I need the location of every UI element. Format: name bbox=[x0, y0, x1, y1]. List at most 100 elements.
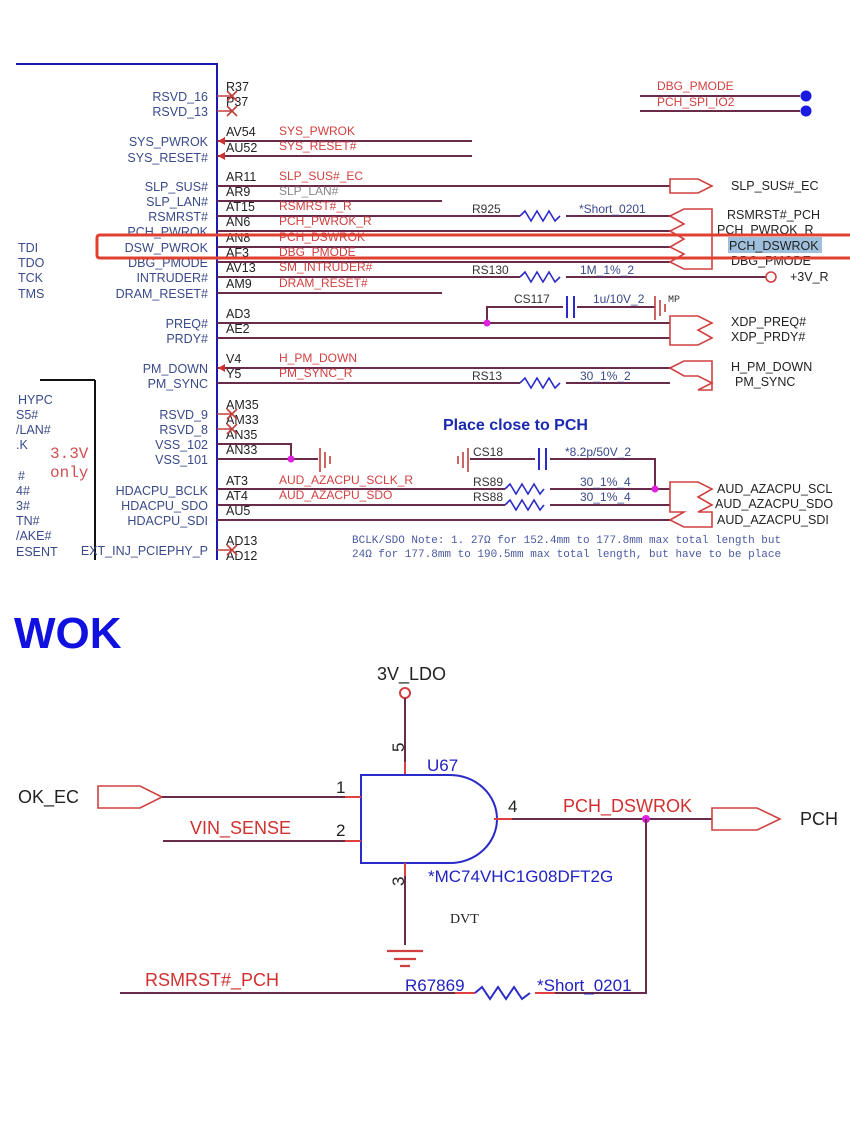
wire-top-right bbox=[640, 95, 800, 112]
pin-numbers: R37 P37 AV54 AU52 AR11 AR9 AT15 AN6 AN8 … bbox=[226, 80, 259, 563]
net-label: PCH_DSWROK bbox=[279, 230, 365, 244]
pin-number: AN33 bbox=[226, 443, 257, 457]
left-label: # bbox=[18, 469, 25, 483]
junction-dot bbox=[483, 319, 491, 327]
pin-number: R37 bbox=[226, 80, 249, 94]
nc-x-icon bbox=[217, 423, 238, 435]
pin-name: HDACPU_SDO bbox=[121, 499, 208, 513]
output-flag-label: PCH bbox=[800, 809, 838, 829]
ground-icon bbox=[654, 296, 666, 320]
left-label: 3# bbox=[16, 499, 30, 513]
pin-number: AM9 bbox=[226, 277, 252, 291]
ref-cs117: CS117 bbox=[514, 292, 550, 306]
pin-number: AE2 bbox=[226, 322, 250, 336]
pin-number-in2: 2 bbox=[336, 821, 345, 840]
flag-in-out-icon bbox=[668, 360, 714, 391]
pin-name: VSS_101 bbox=[155, 453, 208, 467]
flag-bidir-group-icon bbox=[668, 208, 713, 270]
resistor-rs88-icon bbox=[504, 498, 545, 512]
pin-name: INTRUDER# bbox=[136, 271, 208, 285]
left-label: HYPC bbox=[18, 393, 53, 407]
gate-ref: U67 bbox=[427, 756, 458, 775]
resistor-rs89-icon bbox=[504, 482, 545, 496]
arrow-icon bbox=[218, 364, 225, 372]
pin-number: AU5 bbox=[226, 504, 250, 518]
net-label: DBG_PMODE bbox=[657, 79, 734, 93]
left-cut-labels: TDI TDO TCK TMS HYPC S5# /LAN# .K # 4# 3… bbox=[16, 241, 89, 559]
flag-label: SLP_SUS#_EC bbox=[731, 179, 819, 193]
pin-number: AR11 bbox=[226, 170, 256, 184]
value-cs18: *8.2p/50V_2 bbox=[565, 445, 631, 459]
net-label: DBG_PMODE bbox=[279, 245, 356, 259]
capacitor-cs18-icon bbox=[538, 448, 547, 470]
pch-symbol-border bbox=[16, 63, 218, 560]
wire-vss bbox=[217, 443, 318, 460]
resistors bbox=[504, 209, 561, 512]
net-label: SYS_RESET# bbox=[279, 139, 357, 153]
pin-number-vcc: 5 bbox=[389, 743, 408, 752]
flag-out-icon bbox=[669, 178, 714, 194]
pin-name: PM_DOWN bbox=[143, 362, 208, 376]
net-label: SYS_PWROK bbox=[279, 124, 355, 138]
pin-name: SYS_RESET# bbox=[127, 151, 208, 165]
pin-name: EXT_INJ_PCIEPHY_P bbox=[81, 544, 208, 558]
rsmrst-net-label: RSMRST#_PCH bbox=[145, 970, 279, 991]
net-label: PCH_SPI_IO2 bbox=[657, 95, 735, 109]
wire-cs117 bbox=[486, 306, 655, 323]
flag-out-group-icon bbox=[669, 315, 714, 346]
junction-dot bbox=[651, 485, 659, 493]
pin-number-gnd: 3 bbox=[389, 877, 408, 886]
nc-x-icon bbox=[217, 408, 238, 420]
pin-number: Y5 bbox=[226, 367, 241, 381]
gate-part-number: *MC74VHC1G08DFT2G bbox=[428, 867, 613, 886]
text-selection-highlight bbox=[728, 237, 822, 253]
pin-name: SYS_PWROK bbox=[129, 135, 209, 149]
pin-number-in1: 1 bbox=[336, 778, 345, 797]
arrow-icon bbox=[218, 152, 225, 160]
resistor-value: *Short_0201 bbox=[537, 976, 632, 995]
resistor-rs13-icon bbox=[519, 376, 561, 390]
bclk-note-line-1: BCLK/SDO Note: 1. 27Ω for 152.4mm to 177… bbox=[352, 535, 781, 547]
pin-number: AT3 bbox=[226, 474, 248, 488]
left-label: TN# bbox=[16, 514, 40, 528]
value-cs117: 1u/10V_2 bbox=[593, 292, 645, 306]
flag-label: H_PM_DOWN bbox=[731, 360, 812, 374]
component-labels: R925 *Short_0201 RS130 1M_1%_2 CS117 1u/… bbox=[472, 202, 646, 504]
flag-label: PM_SYNC bbox=[735, 375, 795, 389]
ground-icon bbox=[457, 448, 469, 472]
nc-x-icon bbox=[217, 90, 238, 102]
resistor-r925-icon bbox=[519, 209, 561, 223]
net-label: H_PM_DOWN bbox=[279, 351, 357, 365]
offpage-flags bbox=[668, 178, 714, 528]
left-label: .K bbox=[16, 438, 28, 452]
net-label: SLP_LAN# bbox=[279, 184, 339, 198]
mp-tag: MP bbox=[668, 295, 680, 306]
value-rs89: 30_1%_4 bbox=[580, 475, 631, 489]
power-rail-icon bbox=[399, 687, 411, 699]
value-r925: *Short_0201 bbox=[579, 202, 646, 216]
left-label: TCK bbox=[18, 271, 44, 285]
pin-name: HDACPU_BCLK bbox=[116, 484, 209, 498]
capacitor-cs117-icon bbox=[566, 296, 575, 318]
pin-name: VSS_102 bbox=[155, 438, 208, 452]
pin-name: HDACPU_SDI bbox=[127, 514, 208, 528]
input-flag-label: OK_EC bbox=[18, 787, 79, 808]
resistor-rs130-icon bbox=[519, 270, 561, 284]
wire-feedback bbox=[555, 819, 647, 994]
ground-icon bbox=[319, 448, 331, 472]
ref-rs89: RS89 bbox=[473, 475, 503, 489]
ground-icon bbox=[387, 949, 423, 968]
pin-name: RSMRST# bbox=[148, 210, 208, 224]
net-label: AUD_AZACPU_SDO bbox=[279, 488, 392, 502]
pin-name: RSVD_13 bbox=[152, 105, 208, 119]
section-title-fragment: WOK bbox=[14, 609, 122, 658]
left-label: ESENT bbox=[16, 545, 58, 559]
pin-name: PRDY# bbox=[166, 332, 208, 346]
left-label: 4# bbox=[16, 484, 30, 498]
arrow-icon bbox=[218, 137, 225, 145]
net-label: DRAM_RESET# bbox=[279, 276, 368, 290]
pin-name: RSVD_8 bbox=[159, 423, 208, 437]
net-labels: SYS_PWROK SYS_RESET# SLP_SUS#_EC SLP_LAN… bbox=[279, 79, 735, 502]
highlight-rectangle bbox=[95, 233, 850, 260]
flag-label-selected[interactable]: PCH_DSWROK bbox=[729, 239, 819, 253]
